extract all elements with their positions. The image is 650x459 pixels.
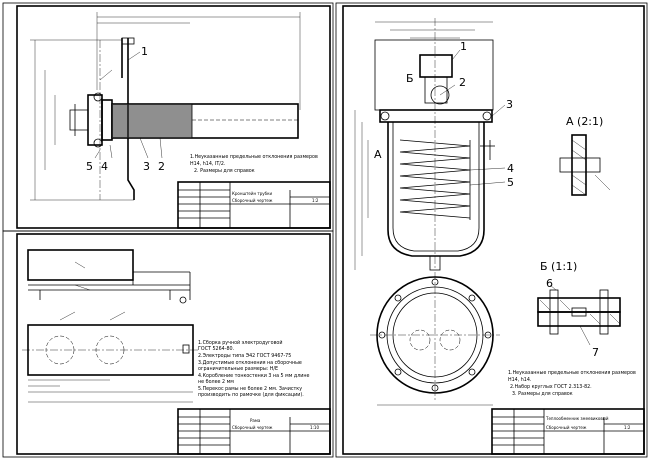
sheet3-callout-2: 2 [459, 76, 466, 89]
sheet1-callout-5: 5 [86, 160, 93, 173]
sheet3-note-1: 1.Неуказанные предельные отклонения разм… [508, 370, 636, 376]
sheet1-callout-1: 1 [141, 45, 148, 58]
sheet3-view-b-label: Б [406, 72, 414, 85]
sheet3-title-block [491, 408, 645, 455]
sheet2-note-7: не более 2 мм [198, 379, 234, 385]
sheet3-view-a-label: А [374, 148, 382, 161]
sheet2-inner-frame [16, 233, 331, 455]
sheet3-section-b-title: Б (1:1) [540, 260, 577, 273]
sheet1-callout-3: 3 [143, 160, 150, 173]
sheet2-tb-name: Рама [250, 418, 261, 423]
sheet3-note-4: 3. Размеры для справок [512, 391, 573, 397]
sheet1-inner-frame [16, 5, 331, 229]
sheet2-note-6: 4.Коробление тонкостенки 3 на 5 мм длине [198, 373, 310, 379]
sheet1-note-2: Н14, h14, IT/2. [190, 161, 226, 167]
sheet2-title-block [177, 408, 331, 455]
sheet2-note-9: производить по рамочке (для фиксации). [198, 392, 304, 398]
sheet1-note-3: 2. Размеры для справок [194, 168, 255, 174]
sheet3-tb-sheet: 1:2 [624, 425, 631, 430]
sheet1-tb-doc: Сборочный чертеж [232, 198, 273, 203]
sheet2-note-2: ГОСТ 5264-80. [198, 346, 234, 352]
sheet1-tb-sheet: 1:2 [312, 198, 319, 203]
sheet3-detail-callout-7: 7 [592, 346, 599, 359]
sheet2-note-1: 1.Сборка ручной электродуговой [198, 339, 282, 346]
sheet1-tb-name: Кронштейн трубки [232, 191, 272, 196]
sheet2-note-4: 3.Допустимые отклонения на сборочные [198, 360, 302, 366]
sheet2-tb-doc: Сборочный чертеж [232, 425, 273, 430]
sheet2-note-3: 2.Электроды типа Э42 ГОСТ 9467-75 [198, 353, 291, 359]
sheet3-note-2: Н14, h14. [508, 377, 531, 383]
sheet1-title-block [177, 181, 331, 229]
sheet3-frame [335, 2, 648, 458]
sheet2-drawing [22, 249, 200, 403]
sheet2-note-5: ограничительные размеры: H/E [198, 366, 278, 372]
sheet3-callout-4: 4 [507, 162, 514, 175]
sheet3-callout-5: 5 [507, 176, 514, 189]
sheet2-frame [2, 230, 334, 458]
sheet3-note-3: 2.Набор круглых ГОСТ 2.313-82. [510, 384, 592, 390]
sheet3-detail-callout-6: 6 [546, 277, 553, 290]
sheet3-tb-name: Теплообменник змеевиковый [545, 416, 609, 421]
sheet3-drawing [354, 18, 621, 406]
sheet1-drawing [30, 12, 301, 201]
sheet2-note-8: 5.Перекос рамы не более 2 мм. Зачистку [198, 386, 302, 392]
sheet1-callout-2: 2 [158, 160, 165, 173]
sheet2-tb-sheet: 1:10 [310, 425, 319, 430]
sheet3-tb-doc: Сборочный чертеж [546, 425, 587, 430]
sheet3-callout-3: 3 [506, 98, 513, 111]
sheet1-note-1: 1.Неуказанные предельные отклонения разм… [190, 154, 318, 160]
sheet3-section-a-title: А (2:1) [566, 115, 603, 128]
sheet1-callout-4: 4 [101, 160, 108, 173]
sheet3-callout-1: 1 [460, 40, 467, 53]
